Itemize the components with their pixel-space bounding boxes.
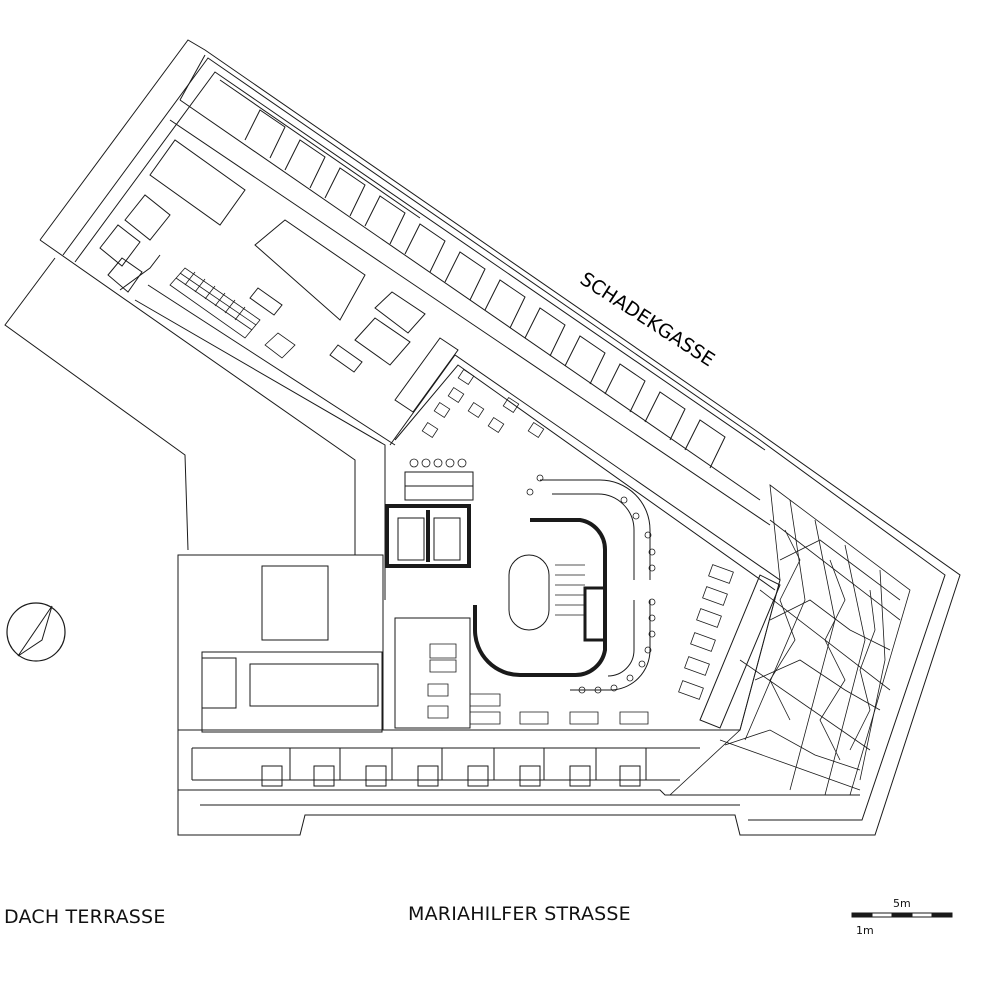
bar-stair bbox=[555, 565, 585, 615]
inner-rooms bbox=[100, 140, 425, 600]
lift-core bbox=[387, 506, 469, 566]
facade-rooms bbox=[170, 55, 770, 525]
street-label-mariahilfer: MARIAHILFER STRASSE bbox=[408, 903, 631, 925]
scale-label-major: 5m bbox=[893, 897, 911, 910]
skylight bbox=[395, 338, 458, 412]
scale-bar bbox=[852, 913, 952, 917]
glass-roof bbox=[670, 485, 910, 795]
scale-label-minor: 1m bbox=[856, 924, 874, 937]
north-arrow-icon bbox=[7, 603, 65, 661]
bar-counter bbox=[475, 480, 650, 690]
lower-terrace bbox=[178, 555, 470, 732]
stair bbox=[170, 268, 295, 358]
front-rooms bbox=[178, 730, 860, 805]
bench bbox=[700, 575, 780, 728]
furniture bbox=[410, 370, 733, 724]
neighbour-outline bbox=[5, 258, 188, 550]
plan-title: DACH TERRASSE bbox=[4, 906, 166, 928]
